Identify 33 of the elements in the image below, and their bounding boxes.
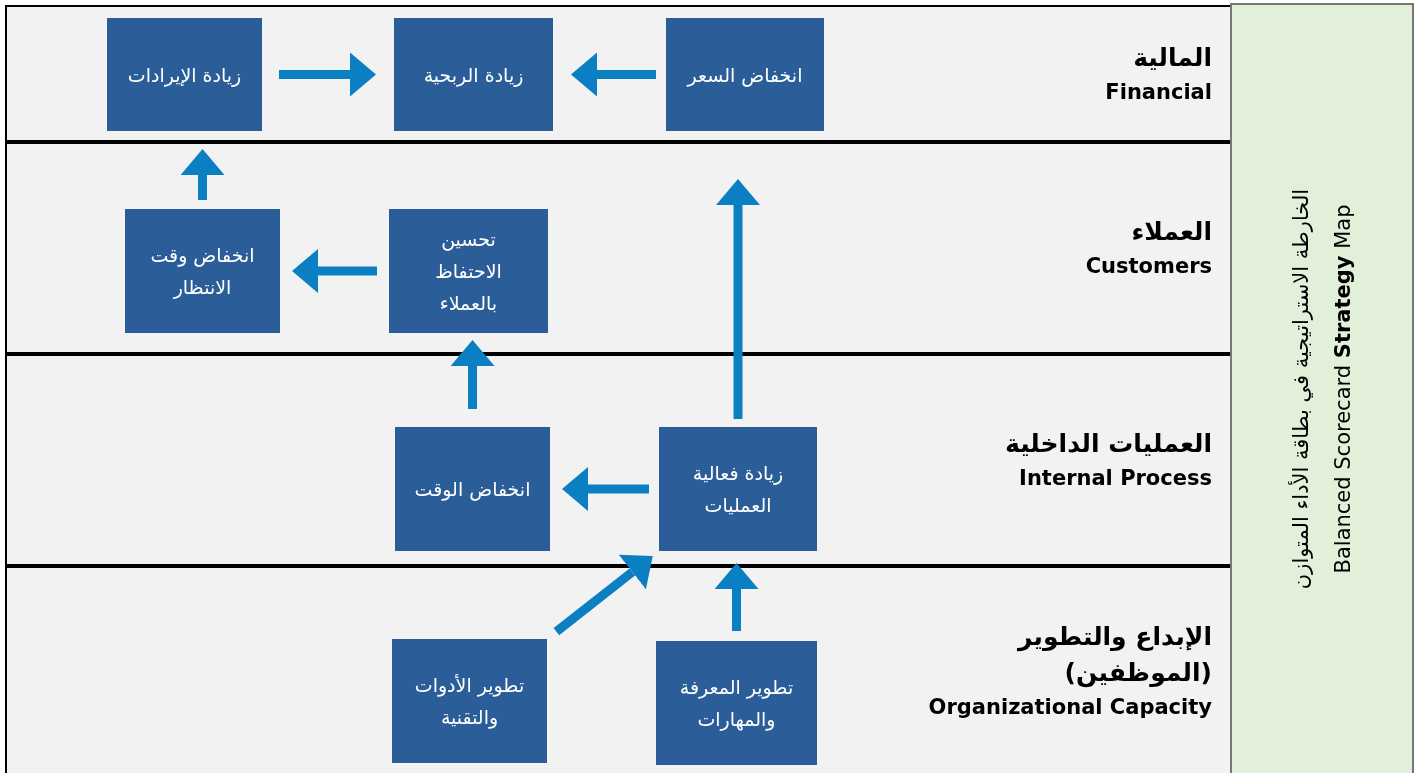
arrow xyxy=(562,467,649,511)
lane-heading: العمليات الداخلية xyxy=(1005,428,1212,460)
lane-band xyxy=(5,354,1232,566)
arrow xyxy=(450,340,495,409)
lane-heading: الإبداع والتطوير (الموظفين) xyxy=(1016,620,1212,690)
arrow xyxy=(279,52,376,97)
objective-box: زيادة الربحية xyxy=(394,18,553,131)
objective-box: تحسين الاحتفاظ بالعملاء xyxy=(389,209,548,333)
lane-band xyxy=(5,5,1232,142)
objective-box: انخفاض السعر xyxy=(666,18,824,131)
arrow xyxy=(292,249,377,293)
arrow xyxy=(553,554,653,636)
objective-box: زيادة الإيرادات xyxy=(107,18,262,131)
lane-heading: Customers xyxy=(1085,253,1212,280)
arrow xyxy=(716,179,760,419)
band-title: Balanced Scorecard Strategy Map xyxy=(1330,204,1356,574)
arrow xyxy=(571,52,656,97)
arrow xyxy=(714,563,759,631)
lane-heading: Financial xyxy=(1105,78,1212,106)
lane-heading: العملاء xyxy=(1131,216,1212,248)
lane-heading: Organizational Capacity xyxy=(928,693,1212,721)
objective-box: انخفاض وقت الانتظار xyxy=(125,209,280,333)
objective-box: تطوير الأدوات والتقنية xyxy=(392,639,547,763)
lane-band xyxy=(5,566,1232,773)
arrow xyxy=(180,149,225,200)
objective-box: تطوير المعرفة والمهارات xyxy=(656,641,817,765)
objective-box: انخفاض الوقت xyxy=(395,427,550,551)
lane-band xyxy=(5,142,1232,354)
band-title: الخارطة الاستراتيجية في بطاقة الأداء المتوازن xyxy=(1287,188,1314,590)
title-band xyxy=(1230,3,1414,773)
lane-heading: Internal Process xyxy=(1019,465,1212,492)
lane-heading: المالية xyxy=(1133,41,1212,74)
objective-box: زيادة فعالية العمليات xyxy=(659,427,817,551)
